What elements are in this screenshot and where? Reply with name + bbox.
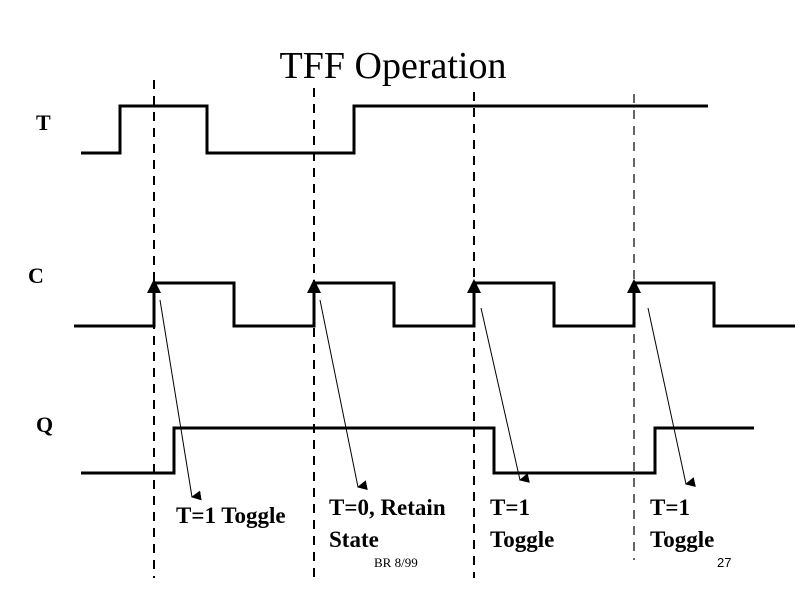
annotation-edge-3-line-1: T=1: [490, 495, 530, 520]
pointer-arrow-1: [159, 299, 202, 501]
annotation-edge-4-line-1: T=1: [650, 495, 690, 520]
rising-edge-arrow-3: [467, 279, 481, 293]
pointer-arrow-3: [480, 307, 530, 483]
rising-edge-arrow-2: [307, 279, 321, 293]
diagram-title: TFF Operation: [280, 45, 507, 87]
waveform-c: [74, 281, 795, 328]
annotation-edge-4-line-2: Toggle: [650, 527, 714, 552]
rising-edge-arrow-1: [147, 279, 161, 293]
footer-page-number: 27: [717, 555, 731, 570]
signal-label-c: C: [28, 263, 44, 288]
annotation-edge-1: T=1 Toggle: [176, 503, 286, 528]
waveform-q: [81, 426, 754, 475]
waveform-t: [81, 104, 708, 155]
annotation-edge-2-line-1: T=0, Retain: [329, 495, 446, 520]
pointer-arrow-2: [319, 299, 368, 491]
rising-edge-arrow-4: [627, 279, 641, 293]
pointer-arrow-4: [647, 307, 696, 487]
signal-label-t: T: [36, 110, 51, 135]
footer-author-date: BR 8/99: [374, 555, 418, 570]
annotation-edge-2-line-2: State: [329, 527, 379, 552]
signal-label-q: Q: [36, 412, 53, 437]
annotation-edge-3-line-2: Toggle: [490, 527, 554, 552]
